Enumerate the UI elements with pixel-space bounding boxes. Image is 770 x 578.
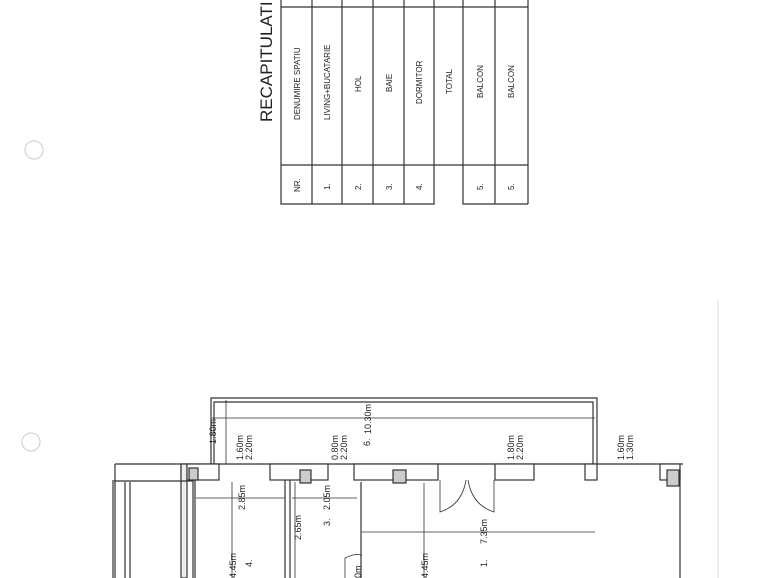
bath-number: 3. — [322, 518, 332, 526]
header-nr: NR. — [293, 178, 302, 192]
floor-plan — [112, 397, 683, 578]
row-name: LIVING+BUCATARIE — [323, 45, 332, 121]
row-name: DORMITOR — [415, 60, 424, 104]
window3-height: 1.30m — [625, 435, 635, 460]
row-nr: 1. — [323, 183, 332, 190]
dim-bath-width: 2.05m — [322, 485, 332, 510]
row-nr: 2. — [354, 183, 363, 190]
row-nr: 5. — [507, 183, 516, 190]
dim-bath-length: 2.65m — [293, 515, 303, 540]
living-number: 1. — [479, 559, 489, 567]
row-nr: 5. — [476, 183, 485, 190]
row-name: BALCON — [507, 65, 516, 98]
summary-table-grid — [280, 0, 529, 205]
window2-width: 0.80m — [330, 435, 340, 460]
dim-bedroom-length: 4.45m — [228, 553, 238, 578]
row-name: TOTAL — [445, 68, 454, 94]
table-title: RECAPITULATI — [257, 1, 276, 122]
dim-balcony-depth: 1.80m — [208, 419, 218, 444]
door-width: 1.80m — [506, 435, 516, 460]
header-name: DENUMIRE SPATIU — [293, 47, 302, 120]
row-name: HOL — [354, 75, 363, 92]
row-nr: 3. — [385, 183, 394, 190]
summary-table: NR. DENUMIRE SPATIU 1. LIVING+BUCATARIE … — [293, 45, 516, 193]
dim-living-width: 7.35m — [479, 519, 489, 544]
window3-width: 1.60m — [616, 435, 626, 460]
window1-width: 1.60m — [235, 435, 245, 460]
partial-door-label: 0m — [353, 565, 363, 578]
window2-height: 2.20m — [339, 435, 349, 460]
row-name: BALCON — [476, 65, 485, 98]
door-height: 2.20m — [515, 435, 525, 460]
punch-hole — [21, 432, 41, 452]
dim-living-length: 4.45m — [420, 553, 430, 578]
row-nr: 4. — [415, 183, 424, 190]
bedroom-number: 4. — [244, 559, 254, 567]
punch-hole — [24, 140, 44, 160]
window1-height: 2.20m — [244, 435, 254, 460]
dim-balcony-length: 10.30m — [363, 404, 373, 434]
plan-labels: 1.80m 10.30m 6. 1.60m 2.20m 0.80m 2.20m … — [208, 404, 635, 578]
row-name: BAIE — [385, 74, 394, 92]
balcony-number: 6. — [362, 438, 372, 446]
dim-bedroom-width: 2.85m — [237, 485, 247, 510]
